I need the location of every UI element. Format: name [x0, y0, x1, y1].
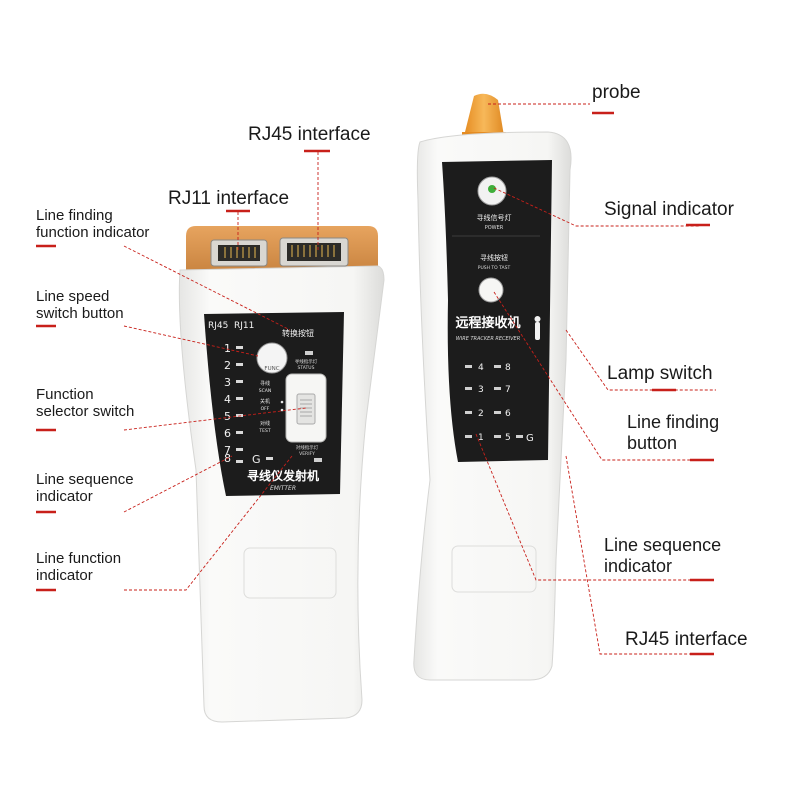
power-en: POWER	[485, 225, 504, 231]
push-en: PUSH TO TAST	[478, 265, 511, 271]
callout-line-sequence-indicator-left: Line sequence indicator	[36, 471, 134, 506]
line-number-5: 5	[224, 410, 231, 423]
verify-led	[314, 458, 322, 462]
leader-lines	[123, 103, 716, 655]
line-number-6: 6	[224, 427, 231, 440]
callout-signal-indicator: Signal indicator	[604, 199, 734, 220]
receiver-device: 寻线信号灯 POWER 寻线按钮 PUSH TO TAST 远程接收机 WIRE…	[413, 93, 572, 681]
lamp-switch[interactable]	[534, 316, 541, 340]
rx-led-4: 4	[478, 363, 484, 373]
emitter-device: RJ45 RJ11 转换按钮 FUNC 寻线指示灯 STATUS 寻线 SCAN…	[178, 226, 385, 723]
line-number-4: 4	[224, 393, 231, 406]
callout-rj11-interface: RJ11 interface	[168, 188, 290, 209]
emitter-rj11-label: RJ11	[234, 321, 254, 331]
emitter-battery-cover	[243, 547, 337, 599]
verify-en: VERIFY	[299, 451, 315, 457]
mode-scan-en: SCAN	[259, 388, 271, 394]
mode-scan-cn: 寻线	[260, 380, 270, 387]
receiver-led-grid: 4 8 3 7 2 6 1 5 G	[465, 363, 534, 444]
emitter-title-en: EMITTER	[270, 485, 296, 492]
scan-led-cn: 寻线指示灯	[295, 358, 318, 365]
callout-rj45-interface-right: RJ45 interface	[625, 629, 748, 650]
callout-line-finding-function-indicator: Line finding function indicator	[36, 207, 150, 242]
callout-ticks	[36, 111, 714, 656]
receiver-panel	[442, 160, 552, 462]
line-number-1: 1	[224, 342, 231, 355]
emitter-rj45-label: RJ45	[208, 321, 228, 331]
callout-rj45-interface-top: RJ45 interface	[248, 124, 371, 145]
rx-led-7: 7	[505, 385, 511, 395]
push-cn: 寻线按钮	[480, 253, 508, 262]
line-number-3: 3	[224, 376, 231, 389]
rx-led-g: G	[526, 433, 534, 444]
signal-indicator-led	[488, 185, 496, 193]
rx-led-8: 8	[505, 363, 511, 373]
func-button-label: FUNC	[264, 366, 279, 372]
mode-off-en: OFF	[261, 406, 270, 412]
callout-line-speed-switch-button: Line speed switch button	[36, 288, 124, 323]
ground-label: G	[252, 453, 261, 466]
rx-led-3: 3	[478, 385, 484, 395]
line-number-7: 7	[224, 444, 231, 457]
callout-probe: probe	[592, 82, 641, 103]
rx-led-2: 2	[478, 409, 484, 419]
callout-lamp-switch: Lamp switch	[607, 363, 713, 384]
verify-cn: 对线指示灯	[296, 444, 319, 451]
receiver-title-cn: 远程接收机	[455, 315, 520, 331]
rx-led-1: 1	[478, 433, 484, 443]
mode-off-cn: 关机	[260, 398, 270, 405]
mode-test-cn: 对线	[260, 420, 270, 427]
callout-line-finding-button: Line finding button	[627, 412, 720, 453]
rx-led-6: 6	[505, 409, 511, 419]
func-button[interactable]	[256, 342, 288, 374]
callout-line-sequence-indicator-right: Line sequence indicator	[604, 535, 722, 576]
rx-led-5: 5	[505, 433, 511, 443]
mode-test-en: TEST	[258, 428, 270, 434]
scan-led-en: STATUS	[298, 365, 315, 371]
status-led	[305, 351, 313, 355]
receiver-title-en: WIRE TRACKER RECEIVER	[456, 336, 520, 342]
callout-line-function-indicator: Line function indicator	[36, 550, 122, 585]
receiver-battery-cover	[451, 545, 537, 593]
line-finding-button[interactable]	[478, 277, 504, 303]
callout-function-selector-switch: Function selector switch	[36, 386, 135, 421]
emitter-title-cn: 寻线仪发射机	[247, 468, 319, 483]
line-number-2: 2	[224, 359, 231, 372]
func-label-cn: 转换按钮	[282, 328, 314, 338]
power-cn: 寻线信号灯	[477, 213, 512, 222]
probe-tip[interactable]	[464, 93, 504, 136]
